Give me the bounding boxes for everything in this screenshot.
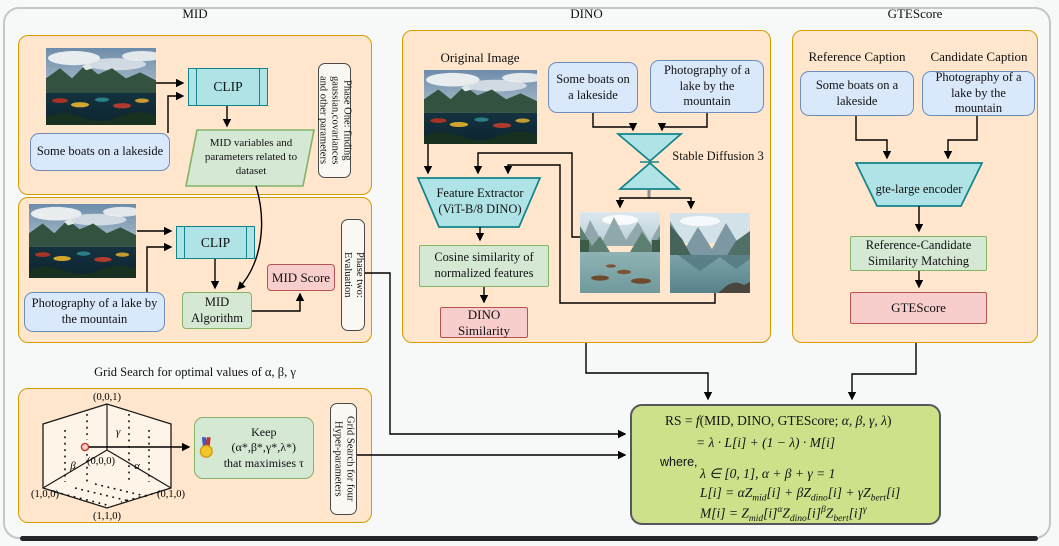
mid-algorithm-box: MID Algorithm: [182, 292, 252, 329]
phase-one-line2: gaussian,covariances: [329, 76, 341, 165]
lakeside-photo: [46, 48, 156, 125]
scoring-formula-box: RS = f(MID, DINO, GTEScore; α, β, γ, λ) …: [630, 404, 941, 525]
mid-caption2-box: Photography of a lake by the mountain: [24, 292, 165, 332]
grid-search-title: Grid Search for optimal values of α, β, …: [94, 365, 296, 379]
phase-two-side-label: Phase two: Evaluation: [341, 219, 365, 331]
grid-side-line1: Grid Search for four: [344, 416, 356, 502]
phase-two-line1: Phase two:: [354, 252, 366, 298]
formula-line-m: M[i] = Zmid[i]αZdino[i]βZbert[i]γ: [700, 505, 867, 525]
clip-box-1: CLIP: [188, 68, 268, 106]
dino-title: DINO: [570, 6, 603, 21]
mid-score-box: MID Score: [267, 264, 335, 291]
formula-line-l: L[i] = αZmid[i] + βZdino[i] + γZbert[i]: [700, 485, 901, 504]
original-image-photo: [424, 70, 537, 144]
phase-one-line1: Phase One: finding: [341, 80, 353, 161]
candidate-caption-label: Candidate Caption: [930, 49, 1028, 64]
mid-caption1-box: Some boats on a lakeside: [30, 133, 170, 171]
formula-line-constraints: λ ∈ [0, 1], α + β + γ = 1: [700, 466, 836, 481]
phase-one-side-label: Phase One: finding gaussian,covariances …: [317, 63, 353, 178]
keep-line1: Keep (α*,β*,γ*,λ*): [231, 424, 297, 455]
feature-extractor-label: Feature Extractor (ViT-B/8 DINO): [436, 186, 524, 216]
original-image-label: Original Image: [440, 50, 520, 65]
dino-similarity-box: DINO Similarity: [440, 307, 528, 338]
gtescore-title: GTEScore: [887, 6, 943, 21]
grid-side-line2: Hyper-parameters: [332, 421, 344, 497]
gte-candidate-box: Photography of a lake by the mountain: [922, 70, 1035, 116]
mid-output-label: MID variables and parameters related to …: [204, 137, 298, 177]
gold-medal-icon: [199, 437, 213, 458]
formula-where-label: where,: [660, 455, 698, 469]
lakeside-photo-2: [29, 204, 136, 278]
reference-caption-label: Reference Caption: [808, 49, 906, 64]
generated-image-2: [670, 213, 750, 293]
dino-caption-left-box: Some boats on a lakeside: [548, 62, 638, 113]
generated-image-1: [580, 212, 660, 293]
similarity-matching-box: Reference-Candidate Similarity Matching: [850, 236, 987, 271]
clip-box-2: CLIP: [176, 226, 255, 259]
gte-encoder-label: gte-large encoder: [875, 182, 963, 197]
keep-parameters-box: Keep (α*,β*,γ*,λ*) that maximises τ: [194, 417, 314, 479]
mid-title: MID: [182, 6, 208, 21]
keep-line2: that maximises τ: [223, 455, 304, 470]
gte-reference-box: Some boats on a lakeside: [800, 71, 914, 116]
dino-caption-right-box: Photography of a lake by the mountain: [650, 60, 764, 113]
formula-line-lambda: = λ · L[i] + (1 − λ) · M[i]: [696, 435, 836, 450]
grid-search-side-label: Grid Search for four Hyper-parameters: [330, 403, 357, 515]
phase-one-line3: and other parameters: [317, 76, 329, 165]
formula-line-rs: RS = f(MID, DINO, GTEScore; α, β, γ, λ): [665, 413, 892, 428]
gtescore-result-box: GTEScore: [850, 292, 987, 324]
window-bottom-edge: [20, 536, 1038, 541]
cosine-similarity-box: Cosine similarity of normalized features: [419, 245, 549, 287]
phase-two-line2: Evaluation: [342, 252, 353, 298]
stable-diffusion-label: Stable Diffusion 3: [672, 149, 764, 164]
